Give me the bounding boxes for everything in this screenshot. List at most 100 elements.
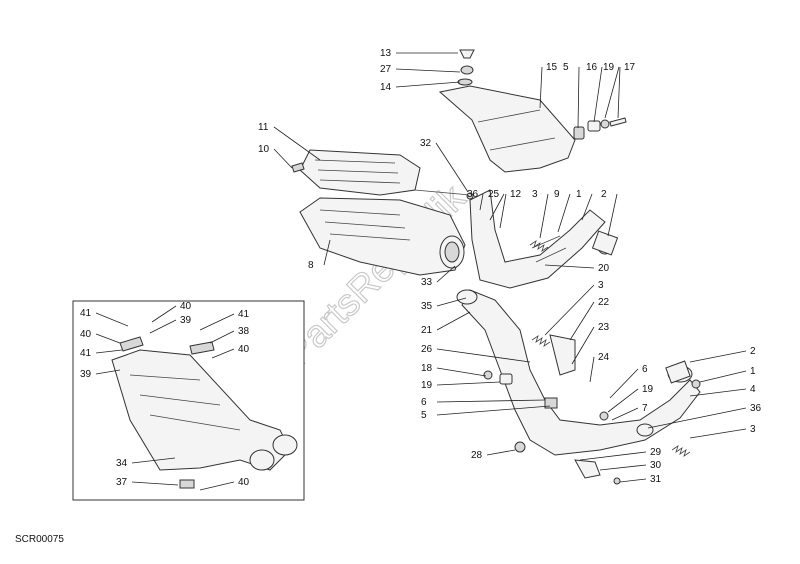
leader-line-c39a [149, 319, 177, 334]
callout-c41b: 41 [238, 309, 250, 320]
leader-line-c34 [131, 457, 176, 464]
drawing-code: SCR00075 [15, 534, 64, 545]
callout-c40d: 40 [238, 477, 250, 488]
callout-c36a: 36 [467, 189, 479, 200]
leader-line-c24 [589, 356, 595, 383]
rear-muffler-inset [72, 300, 305, 501]
leader-line-c19b [436, 381, 501, 386]
leader-line-c35 [436, 297, 467, 307]
leader-line-c5a [577, 66, 580, 129]
callout-c5b: 5 [421, 410, 427, 421]
callout-c15: 15 [546, 62, 558, 73]
leader-line-c16 [593, 66, 603, 123]
callout-c37: 37 [116, 477, 128, 488]
callout-c40c: 40 [238, 344, 250, 355]
leader-line-c3b [544, 284, 595, 336]
callout-c19b: 19 [421, 380, 433, 391]
top-heat-shield [438, 49, 576, 173]
leader-lines [95, 52, 747, 491]
callout-c11: 11 [258, 122, 269, 133]
callout-c10: 10 [258, 144, 270, 155]
leader-line-c20 [544, 264, 595, 269]
leader-line-c9 [557, 193, 571, 233]
callout-c40a: 40 [180, 301, 192, 312]
callout-c3c: 3 [750, 424, 756, 435]
leader-line-c23 [571, 326, 595, 365]
leader-line-c12 [499, 193, 507, 229]
small-fasteners [483, 334, 701, 485]
leader-line-c31 [619, 478, 647, 483]
leader-line-c39b [95, 369, 121, 375]
callout-c7: 7 [642, 403, 648, 414]
callout-c18: 18 [421, 363, 433, 374]
callout-c1b: 1 [750, 366, 756, 377]
callout-c21: 21 [421, 325, 433, 336]
callout-c6b: 6 [421, 397, 427, 408]
leader-line-c41c [95, 349, 123, 354]
callout-c16: 16 [586, 62, 598, 73]
callout-c3a: 3 [532, 189, 538, 200]
callout-c25: 25 [488, 189, 500, 200]
front-header-pipe [469, 189, 619, 289]
callout-c19a: 19 [603, 62, 615, 73]
leader-line-c37 [131, 481, 179, 486]
leader-line-c5b [436, 405, 551, 416]
leader-line-c1a [581, 193, 593, 221]
callout-c8: 8 [308, 260, 314, 271]
callout-c29: 29 [650, 447, 662, 458]
leader-line-c2b [689, 350, 747, 363]
leader-line-c40c [211, 348, 235, 359]
upper-muffler-cover [291, 149, 474, 200]
leader-line-c19a [604, 66, 620, 119]
leader-line-c3c [689, 428, 747, 439]
callout-c31: 31 [650, 474, 662, 485]
callout-c20: 20 [598, 263, 610, 274]
leader-line-c2a [607, 193, 618, 237]
callout-c4: 4 [750, 384, 756, 395]
leader-line-c6a [609, 368, 639, 399]
callout-c17: 17 [624, 62, 636, 73]
leader-line-c8 [323, 239, 331, 266]
leader-line-c38 [209, 330, 235, 344]
callout-c6a: 6 [642, 364, 648, 375]
callout-c12: 12 [510, 189, 522, 200]
callout-c41a: 41 [80, 308, 92, 319]
callout-c5a: 5 [563, 62, 569, 73]
callout-c28: 28 [471, 450, 483, 461]
callout-c36b: 36 [750, 403, 762, 414]
callout-c40b: 40 [80, 329, 92, 340]
callout-c38: 38 [238, 326, 250, 337]
callout-c9: 9 [554, 189, 560, 200]
callout-c41c: 41 [80, 348, 92, 359]
callout-c24: 24 [598, 352, 610, 363]
leader-line-c1b [699, 370, 747, 383]
callout-c14: 14 [380, 82, 392, 93]
callout-c39a: 39 [180, 315, 192, 326]
leader-line-c4 [689, 388, 747, 397]
callout-c3b: 3 [598, 280, 604, 291]
leader-line-c21 [436, 311, 471, 331]
leader-line-c29 [579, 451, 647, 461]
callout-c2b: 2 [750, 346, 756, 357]
leader-line-c18 [436, 367, 487, 377]
leader-line-c7 [611, 407, 639, 421]
callout-c32: 32 [420, 138, 432, 149]
main-muffler [299, 197, 466, 276]
leader-line-c40a [151, 305, 177, 323]
shield-fasteners [573, 117, 627, 140]
leader-line-c25 [489, 193, 505, 221]
rear-header-pipe [456, 289, 701, 479]
callout-c2a: 2 [601, 189, 607, 200]
callout-c27: 27 [380, 64, 392, 75]
leader-line-c36a [479, 193, 484, 211]
leader-line-c30 [599, 464, 647, 471]
leader-line-c22 [569, 301, 595, 341]
leader-line-c11 [273, 126, 321, 161]
callout-c23: 23 [598, 322, 610, 333]
callout-c30: 30 [650, 460, 662, 471]
leader-line-c33 [436, 265, 456, 283]
callout-c34: 34 [116, 458, 128, 469]
leader-line-c15 [539, 66, 543, 109]
